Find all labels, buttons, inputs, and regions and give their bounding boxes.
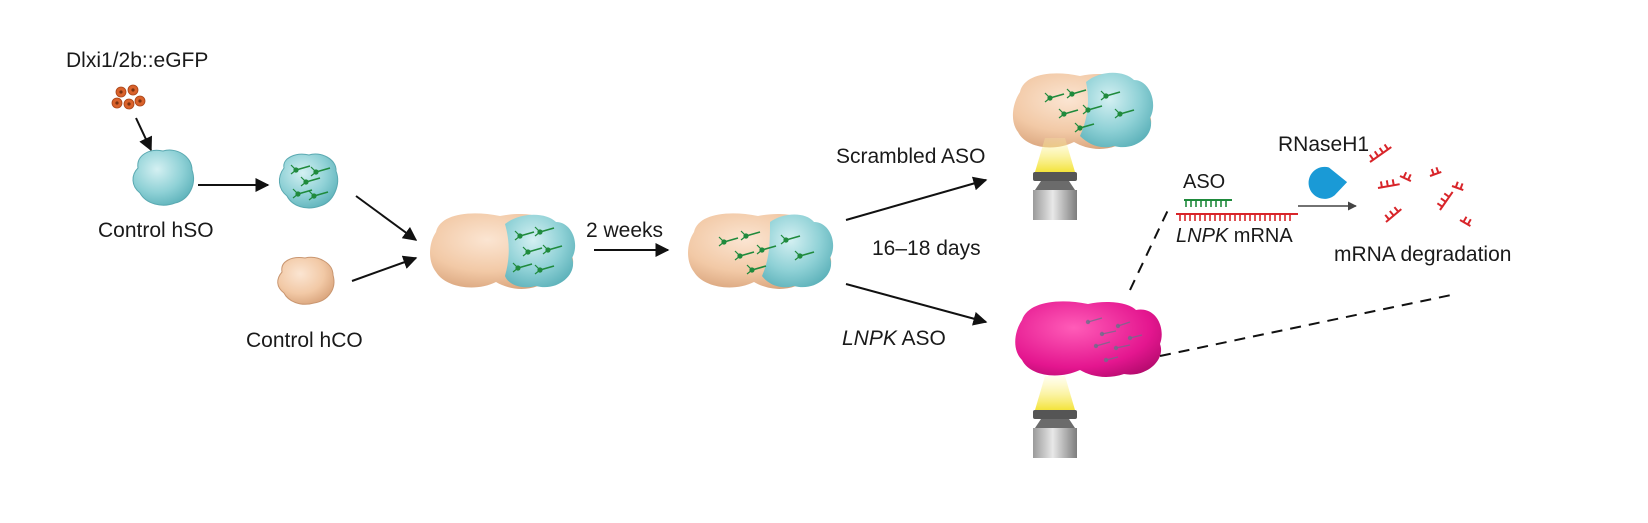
rnaseh1-enzyme-icon: [1308, 166, 1348, 199]
mrna-gene-name: LNPK: [1176, 225, 1229, 247]
mrna-fragments-icon: [1369, 143, 1472, 227]
arrows: [135, 117, 988, 326]
assembloid-scrambled-aso: [1012, 72, 1154, 149]
mrna-degradation-label: mRNA degradation: [1334, 243, 1512, 266]
labeled-hso-organoid: [279, 153, 339, 209]
virus-label: Dlxi1/2b::eGFP: [66, 49, 209, 72]
lnpk-gene-name: LNPK: [842, 327, 897, 350]
aso-strand: [1184, 199, 1232, 207]
days-label: 16–18 days: [872, 237, 981, 260]
assembloid-two-weeks: [688, 213, 834, 289]
mrna-suffix: mRNA: [1228, 225, 1293, 247]
control-hco-label: Control hCO: [246, 329, 363, 352]
control-hso-label: Control hSO: [98, 219, 214, 242]
microscope-objective-top: [1033, 138, 1077, 220]
arrow-to-lnpk: [845, 283, 988, 326]
microscope-objective-bottom: [1033, 376, 1077, 458]
arrow-virus-to-hso: [135, 117, 152, 152]
scrambled-aso-label: Scrambled ASO: [836, 145, 986, 168]
assembloid-initial: [430, 213, 576, 289]
hso-organoid: [132, 149, 194, 206]
arrow-hco-to-assembloid: [351, 255, 418, 282]
rnaseh1-label: RNaseH1: [1278, 133, 1370, 156]
hco-organoid: [277, 256, 335, 305]
lnpk-mrna-strand: [1176, 213, 1298, 221]
two-weeks-label: 2 weeks: [586, 219, 664, 242]
zoom-dashed-lines: [1129, 209, 1457, 357]
aso-label: ASO: [1183, 171, 1226, 193]
arrow-to-scrambled: [845, 176, 988, 221]
arrow-labeled-to-assembloid: [355, 195, 418, 241]
lnpk-aso-suffix: ASO: [896, 327, 946, 350]
virus-particles-icon: [111, 84, 146, 110]
lnpk-aso-label: LNPK ASO: [842, 328, 946, 349]
lnpk-mrna-label: LNPK mRNA: [1176, 226, 1293, 246]
assembloid-lnpk-aso: [1015, 301, 1162, 377]
